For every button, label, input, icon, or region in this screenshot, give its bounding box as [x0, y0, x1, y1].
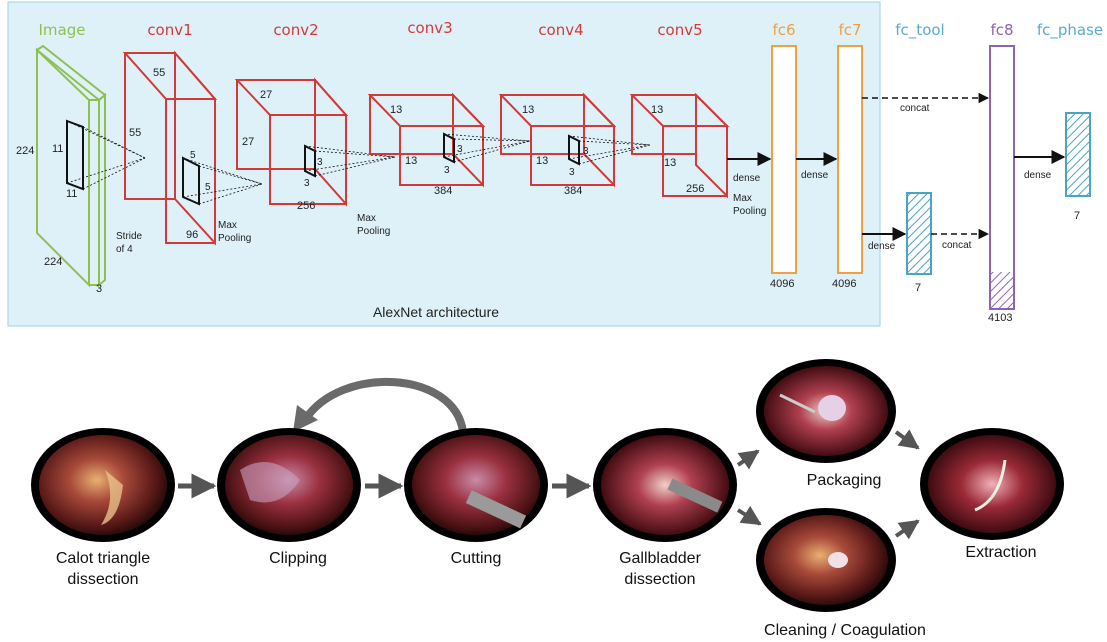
phase-label-calot-1: Calot triangle — [56, 550, 150, 567]
header-fc8: fc8 — [990, 21, 1013, 39]
header-conv2: conv2 — [273, 21, 318, 39]
conv1-side: 55 — [129, 127, 141, 139]
header-conv5: conv5 — [657, 21, 702, 39]
alexnet-panel — [8, 2, 880, 326]
label-dense-tool: dense — [868, 241, 896, 252]
phase-label-packaging: Packaging — [807, 472, 882, 489]
fc7-size: 4096 — [832, 278, 856, 290]
label-dense-fc6: dense — [733, 173, 761, 184]
header-conv3: conv3 — [407, 19, 452, 37]
arrow-packaging-extraction — [896, 432, 918, 448]
header-conv4: conv4 — [538, 21, 583, 39]
conv2-kernel-h: 3 — [317, 157, 323, 168]
arrow-gallbladder-cleaning — [738, 510, 760, 524]
stride-label-2: of 4 — [116, 244, 133, 255]
phase-thumb-cutting — [404, 428, 548, 542]
conv4-kernel-w: 3 — [569, 167, 575, 178]
phase-label-gallbladder-2: dissection — [624, 571, 695, 588]
fc6-layer — [772, 46, 796, 273]
loop-arrow-cutting-to-clipping — [305, 382, 463, 432]
conv5-pool-2: Pooling — [733, 206, 766, 217]
conv2-top: 27 — [260, 89, 272, 101]
phase-label-cleaning: Cleaning / Coagulation — [764, 622, 926, 639]
phase-thumb-calot — [31, 428, 175, 542]
conv4-top: 13 — [522, 104, 534, 116]
fc6-size: 4096 — [770, 278, 794, 290]
conv1-kernel-w: 5 — [205, 182, 211, 193]
stride-label-1: Stride — [116, 231, 143, 242]
fc-tool-layer — [907, 193, 931, 274]
phase-label-cutting: Cutting — [451, 550, 502, 567]
conv4-kernel-h: 3 — [583, 146, 589, 157]
phase-label-gallbladder-1: Gallbladder — [619, 550, 702, 567]
conv4-side: 13 — [536, 155, 548, 167]
phase-label-clipping: Clipping — [269, 550, 327, 567]
fc8-layer — [990, 46, 1014, 309]
image-width: 224 — [44, 256, 62, 268]
header-conv1: conv1 — [147, 21, 192, 39]
conv3-top: 13 — [390, 104, 402, 116]
header-fc-phase: fc_phase — [1037, 21, 1103, 40]
architecture-caption: AlexNet architecture — [373, 304, 499, 320]
conv1-depth: 96 — [186, 229, 198, 241]
conv2-pool-2: Pooling — [357, 226, 390, 237]
phase-thumb-gallbladder — [593, 428, 737, 542]
label-concat-tool: concat — [942, 240, 972, 251]
conv3-kernel-h: 3 — [457, 144, 463, 155]
fc8-size: 4103 — [988, 312, 1012, 324]
conv2-depth: 256 — [297, 200, 315, 212]
arrow-cleaning-extraction — [896, 521, 918, 536]
arrow-gallbladder-packaging — [738, 451, 758, 465]
label-dense-phase: dense — [1024, 170, 1052, 181]
fc-tool-size: 7 — [915, 282, 921, 294]
fc-phase-size: 7 — [1074, 210, 1080, 222]
phase-thumb-extraction — [920, 428, 1064, 540]
conv1-pool-2: Pooling — [218, 233, 251, 244]
conv3-kernel-w: 3 — [444, 165, 450, 176]
conv1-pool-1: Max — [218, 220, 237, 231]
header-fc7: fc7 — [838, 21, 861, 39]
conv5-depth: 256 — [686, 183, 704, 195]
phase-label-calot-2: dissection — [67, 571, 138, 588]
conv2-kernel-w: 3 — [304, 178, 310, 189]
conv3-side: 13 — [405, 155, 417, 167]
fc-phase-layer — [1066, 113, 1090, 196]
phase-thumb-clipping — [217, 428, 361, 542]
header-fc-tool: fc_tool — [895, 21, 944, 40]
image-height: 224 — [16, 145, 34, 157]
image-kernel-w: 11 — [66, 188, 77, 200]
conv2-pool-1: Max — [357, 213, 376, 224]
conv1-top: 55 — [153, 67, 165, 79]
label-dense-fc7: dense — [801, 170, 829, 181]
conv3-depth: 384 — [434, 185, 452, 197]
image-kernel-h: 11 — [52, 143, 63, 155]
fc8-tool-segment — [991, 272, 1013, 308]
conv4-depth: 384 — [564, 185, 582, 197]
fc7-layer — [838, 46, 862, 273]
conv2-side: 27 — [242, 136, 254, 148]
conv1-kernel-h: 5 — [190, 150, 196, 161]
label-concat-top: concat — [900, 103, 930, 114]
phase-label-extraction: Extraction — [965, 544, 1036, 561]
header-image: Image — [39, 21, 86, 39]
conv5-pool-1: Max — [733, 193, 752, 204]
header-fc6: fc6 — [772, 21, 795, 39]
conv5-side: 13 — [664, 157, 676, 169]
phase-thumb-cleaning — [756, 508, 896, 612]
image-depth: 3 — [96, 283, 102, 295]
conv5-top: 13 — [651, 104, 663, 116]
phase-thumb-packaging — [756, 359, 896, 463]
